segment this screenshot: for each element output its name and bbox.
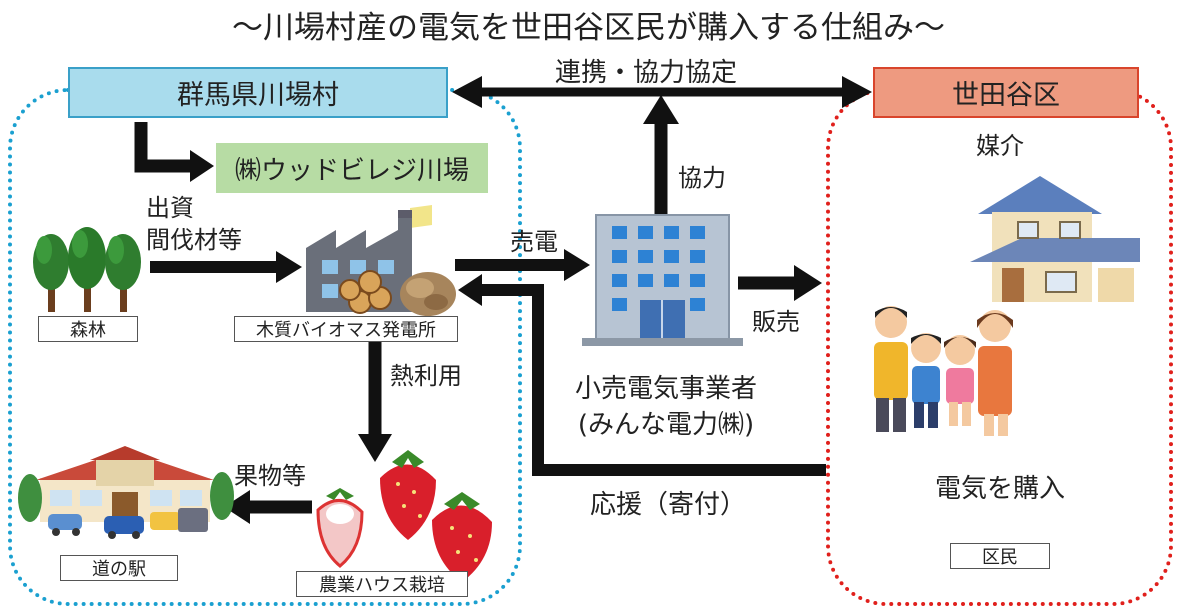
investment-label: 出資 [146,194,194,222]
family-illustration [874,306,1013,436]
heat-use-arrow [358,340,392,462]
mediation-label: 媒介 [976,132,1024,160]
forest-caption-text: 森林 [70,320,106,341]
sell-power-label: 売電 [510,228,558,256]
partnership-label: 連携・協力協定 [555,58,738,88]
farm-house-caption: 農業ハウス栽培 [296,571,468,597]
cooperation-arrow [643,95,679,215]
kawaba-village-box: 群馬県川場村 [68,67,448,118]
residents-caption-text: 区民 [982,547,1018,568]
setagaya-ward-label: 世田谷区 [952,80,1060,111]
support-label: 応援（寄付） [590,490,747,520]
retailer-label-line2: (みんな電力㈱) [577,410,755,440]
house-illustration [970,176,1140,302]
thinned-wood-label: 間伐材等 [146,226,242,254]
forest-illustration [33,227,141,312]
power-plant-illustration [306,205,456,316]
roadside-station-illustration [18,446,234,539]
fruits-label: 果物等 [234,462,306,490]
roadside-station-caption-text: 道の駅 [92,559,146,580]
investment-arrow [134,122,214,182]
power-plant-caption-text: 木質バイオマス発電所 [256,320,436,341]
retailer-label-line1: 小売電気事業者 [574,374,757,404]
fruits-arrow [224,490,312,524]
roadside-station-caption: 道の駅 [60,555,178,581]
forest-caption: 森林 [38,316,138,342]
cooperation-label: 協力 [678,164,726,192]
buy-electricity-label: 電気を購入 [935,474,1066,504]
wood-village-box: ㈱ウッドビレジ川場 [216,143,488,193]
strawberry-illustration [316,450,492,582]
partnership-arrow [452,76,872,108]
setagaya-ward-box: 世田谷区 [873,67,1139,118]
wood-village-label: ㈱ウッドビレジ川場 [234,155,469,186]
sales-arrow [738,265,822,301]
power-plant-caption: 木質バイオマス発電所 [234,316,458,342]
heat-use-label: 熱利用 [390,362,462,390]
support-arrow [458,274,826,476]
diagram-title: 〜川場村産の電気を世田谷区民が購入する仕組み〜 [232,10,945,46]
farm-house-caption-text: 農業ハウス栽培 [319,575,445,596]
sell-power-arrow [455,249,590,281]
kawaba-village-label: 群馬県川場村 [177,80,339,111]
retailer-building-illustration [582,214,743,346]
residents-caption: 区民 [950,543,1050,569]
sales-label: 販売 [752,308,800,336]
thinned-wood-arrow [150,251,302,283]
